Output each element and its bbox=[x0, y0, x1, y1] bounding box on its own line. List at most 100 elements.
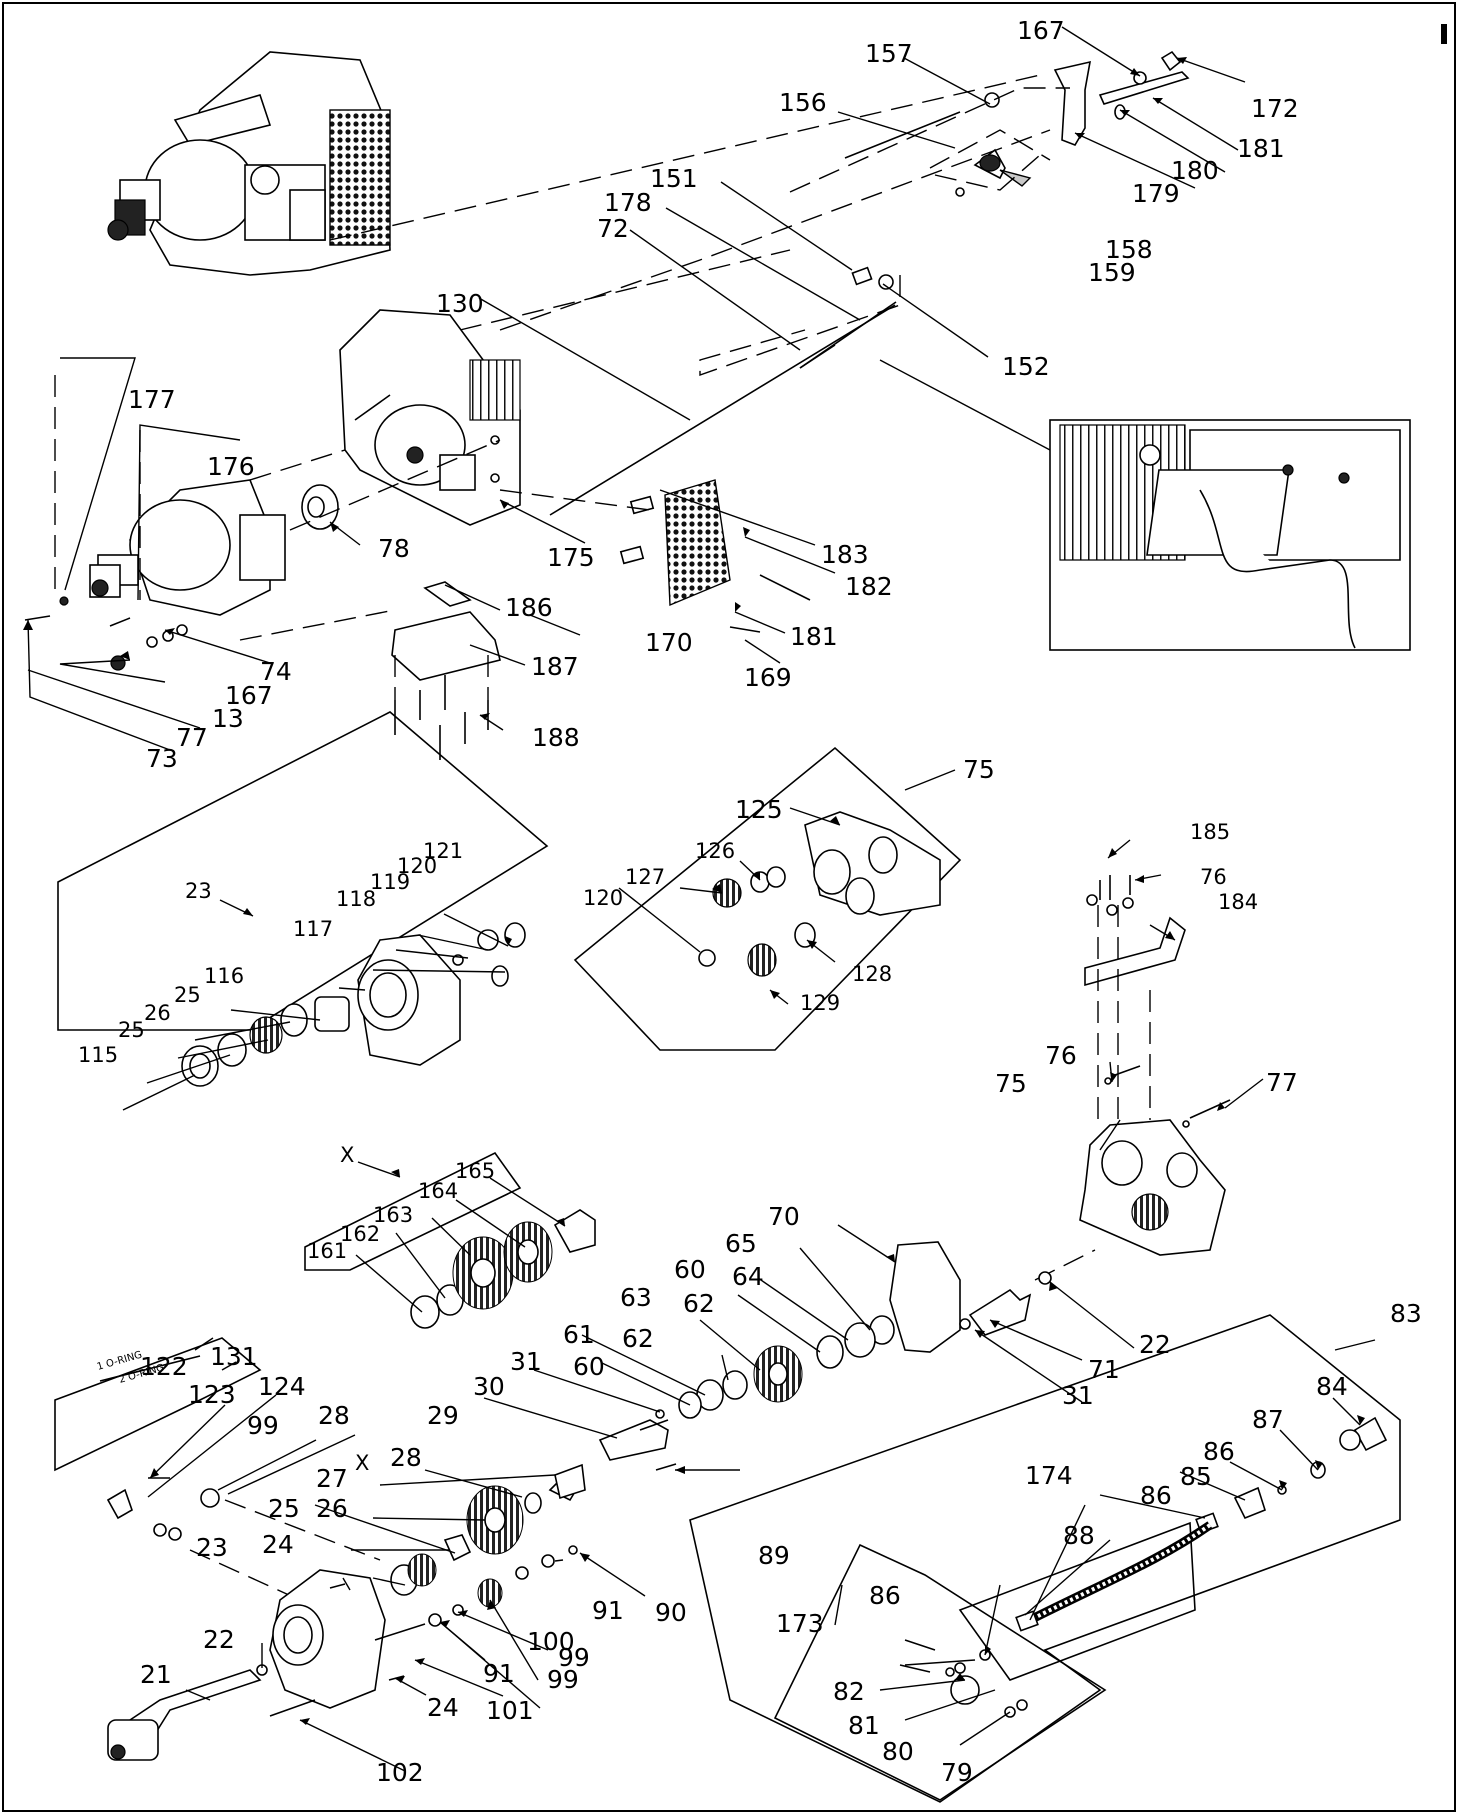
callout-102: 102 bbox=[376, 1758, 424, 1787]
callout-28: 28 bbox=[318, 1401, 350, 1430]
callout-174: 174 bbox=[1025, 1461, 1073, 1490]
callout-158: 158 bbox=[1105, 235, 1153, 264]
callout-156: 156 bbox=[779, 88, 827, 117]
upper-linkage-parts bbox=[549, 50, 1190, 516]
housing-75-parts bbox=[698, 811, 941, 977]
hose-assembly-parts bbox=[899, 1416, 1388, 1718]
housing-130-illustration bbox=[339, 309, 521, 526]
callout-131: 131 bbox=[210, 1342, 258, 1371]
callout-124: 124 bbox=[258, 1372, 306, 1401]
lower-left-parts bbox=[106, 1463, 586, 1761]
callout-181: 181 bbox=[1237, 134, 1285, 163]
callout-x: X bbox=[340, 1143, 354, 1167]
callout-75: 75 bbox=[963, 755, 995, 784]
callout-117: 117 bbox=[293, 917, 333, 941]
callout-13: 13 bbox=[212, 704, 244, 733]
callout-23: 23 bbox=[185, 879, 212, 903]
callout-159: 159 bbox=[1088, 258, 1136, 287]
callout-178: 178 bbox=[604, 188, 652, 217]
callout-60: 60 bbox=[674, 1255, 706, 1284]
callout-157: 157 bbox=[865, 39, 913, 68]
callout-26: 26 bbox=[144, 1001, 171, 1025]
callout-74: 74 bbox=[260, 657, 292, 686]
callout-24: 24 bbox=[427, 1693, 459, 1722]
callout-187: 187 bbox=[531, 652, 579, 681]
callout-62: 62 bbox=[622, 1324, 654, 1353]
callout-24: 24 bbox=[262, 1530, 294, 1559]
callout-31: 31 bbox=[510, 1347, 542, 1376]
callout-99: 99 bbox=[547, 1665, 579, 1694]
callout-118: 118 bbox=[336, 887, 376, 911]
callout-167: 167 bbox=[1017, 16, 1065, 45]
callout-185: 185 bbox=[1190, 820, 1230, 844]
callout-73: 73 bbox=[146, 744, 178, 773]
callout-71: 71 bbox=[1088, 1355, 1120, 1384]
callout-62: 62 bbox=[683, 1289, 715, 1318]
callout-87: 87 bbox=[1252, 1405, 1284, 1434]
callout-88: 88 bbox=[1063, 1521, 1095, 1550]
callout-75: 75 bbox=[995, 1069, 1027, 1098]
callout-86: 86 bbox=[869, 1581, 901, 1610]
group-box-173 bbox=[773, 1543, 1107, 1801]
callout-22: 22 bbox=[1139, 1330, 1171, 1359]
callout-161: 161 bbox=[307, 1239, 347, 1263]
oring-note-divider bbox=[99, 1355, 201, 1382]
callout-30: 30 bbox=[473, 1372, 505, 1401]
callout-130: 130 bbox=[436, 289, 484, 318]
screen-182 bbox=[619, 479, 811, 633]
callout-179: 179 bbox=[1132, 179, 1180, 208]
group-box-x-gears bbox=[304, 1151, 522, 1271]
callout-86: 86 bbox=[1140, 1481, 1172, 1510]
callout-164: 164 bbox=[418, 1179, 458, 1203]
callout-151: 151 bbox=[650, 164, 698, 193]
callout-86: 86 bbox=[1203, 1437, 1235, 1466]
callout-120: 120 bbox=[397, 854, 437, 878]
gear-train-60-71 bbox=[548, 1241, 1052, 1502]
callout-188: 188 bbox=[532, 723, 580, 752]
callout-181: 181 bbox=[790, 622, 838, 651]
callout-76: 76 bbox=[1200, 865, 1227, 889]
callout-128: 128 bbox=[852, 962, 892, 986]
callout-184: 184 bbox=[1218, 890, 1258, 914]
callout-175: 175 bbox=[547, 543, 595, 572]
callout-85: 85 bbox=[1180, 1462, 1212, 1491]
callout-76: 76 bbox=[1045, 1041, 1077, 1070]
callout-186: 186 bbox=[505, 593, 553, 622]
callout-182: 182 bbox=[845, 572, 893, 601]
callout-177: 177 bbox=[128, 385, 176, 414]
callout-61: 61 bbox=[563, 1320, 595, 1349]
callout-60: 60 bbox=[573, 1352, 605, 1381]
callout-89: 89 bbox=[758, 1541, 790, 1570]
callout-21: 21 bbox=[140, 1660, 172, 1689]
callout-180: 180 bbox=[1171, 156, 1219, 185]
callout-25: 25 bbox=[268, 1494, 300, 1523]
callout-173: 173 bbox=[776, 1609, 824, 1638]
callout-x: X bbox=[355, 1451, 369, 1475]
callout-125: 125 bbox=[735, 795, 783, 824]
callout-72: 72 bbox=[597, 214, 629, 243]
callout-121: 121 bbox=[423, 839, 463, 863]
callout-25: 25 bbox=[174, 983, 201, 1007]
callout-172: 172 bbox=[1251, 94, 1299, 123]
callout-91: 91 bbox=[483, 1659, 515, 1688]
callout-100: 100 bbox=[527, 1627, 575, 1656]
callout-labels: 167 172 157 156 181 180 179 151 178 158 … bbox=[78, 16, 1422, 1787]
callout-126: 126 bbox=[695, 839, 735, 863]
callout-163: 163 bbox=[373, 1203, 413, 1227]
corner-mark bbox=[1441, 24, 1447, 44]
group-box-83 bbox=[689, 1314, 1401, 1803]
callout-99: 99 bbox=[247, 1411, 279, 1440]
leader-lines bbox=[27, 26, 1376, 1772]
dashed-assembly-lines-middle bbox=[54, 375, 651, 641]
callout-65: 65 bbox=[725, 1229, 757, 1258]
callout-91: 91 bbox=[592, 1596, 624, 1625]
callout-165: 165 bbox=[455, 1159, 495, 1183]
callout-169: 169 bbox=[744, 663, 792, 692]
dashed-assembly-lines-top bbox=[329, 74, 1070, 376]
callout-23: 23 bbox=[196, 1533, 228, 1562]
callout-127: 127 bbox=[625, 865, 665, 889]
right-housing-assembly bbox=[1034, 875, 1231, 1281]
assembled-gearbox-illustration bbox=[107, 51, 391, 276]
callout-183: 183 bbox=[821, 540, 869, 569]
